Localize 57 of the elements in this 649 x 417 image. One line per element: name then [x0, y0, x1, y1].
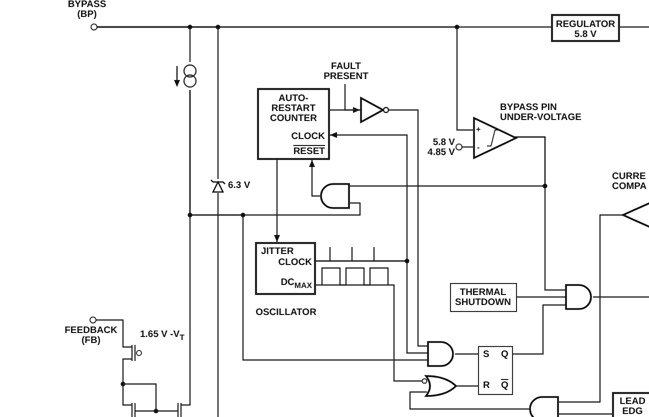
- block-label: AUTO-RESTART COUNTER: [269, 94, 318, 124]
- wire: [122, 363, 124, 400]
- signal-label: FAULT PRESENT: [322, 62, 370, 82]
- wire: [316, 260, 429, 354]
- pin-label: CLOCK: [277, 258, 312, 268]
- pin-label: CLOCK: [290, 132, 325, 142]
- regulator-box: [551, 14, 620, 42]
- pin-label: RESET: [292, 147, 325, 157]
- current-source-symbol: [182, 62, 198, 90]
- wire: [515, 136, 567, 291]
- thermal-shutdown-box: [450, 283, 517, 312]
- wire: [96, 319, 124, 343]
- inverter-symbol: [360, 97, 390, 123]
- block-label: JITTER: [261, 247, 295, 257]
- wire: [388, 109, 429, 347]
- wire: [217, 193, 219, 417]
- latch-box: [478, 346, 513, 395]
- voltage-label: 1.65 V -V$_{T}$: [140, 330, 184, 343]
- wire: [517, 296, 567, 298]
- block-label: THERMAL SHUTDOWN: [454, 288, 512, 308]
- pin-label: DC$_{MAX}$: [280, 278, 312, 291]
- heading-label: CURRE COMPA: [612, 172, 648, 192]
- wire: [455, 385, 478, 387]
- wire: [144, 410, 175, 412]
- arrow: [309, 160, 321, 197]
- wire: [454, 353, 478, 355]
- block-label: REGULATOR 5.8 V: [554, 20, 616, 40]
- terminal-label: FEEDBACK (FB): [64, 326, 118, 346]
- wire: [592, 296, 649, 298]
- pin-label: R: [483, 381, 491, 391]
- and-gate: [565, 284, 595, 310]
- pin-label: Q: [501, 381, 510, 391]
- wire: [559, 413, 612, 415]
- voltage-label: 5.8 V 4.85 V: [426, 138, 455, 158]
- heading-label: BYPASS PIN UNDER-VOLTAGE: [500, 103, 582, 123]
- counter-box: [257, 88, 330, 160]
- arrow: [344, 84, 360, 113]
- arrow: [274, 160, 280, 242]
- pin-sign: -: [477, 143, 480, 153]
- wire: [330, 109, 360, 111]
- or-gate: [420, 375, 458, 397]
- pin-sign: +: [476, 125, 481, 135]
- zener-diode-symbol: [211, 179, 225, 193]
- pin-label: Q: [501, 350, 510, 360]
- wire: [620, 26, 649, 28]
- voltage-label: 6.3 V: [228, 181, 250, 191]
- wire: [409, 391, 530, 410]
- wire: [513, 304, 567, 355]
- heading-label: OSCILLATOR: [254, 308, 318, 318]
- wire: [316, 284, 423, 382]
- pin-label: S: [483, 350, 490, 360]
- block-label: LEAD EDG: [618, 397, 646, 417]
- and-gate: [427, 341, 457, 367]
- wire: [189, 90, 191, 400]
- terminal-label: BYPASS (BP): [66, 0, 108, 20]
- wire: [97, 26, 473, 131]
- wire: [462, 146, 473, 148]
